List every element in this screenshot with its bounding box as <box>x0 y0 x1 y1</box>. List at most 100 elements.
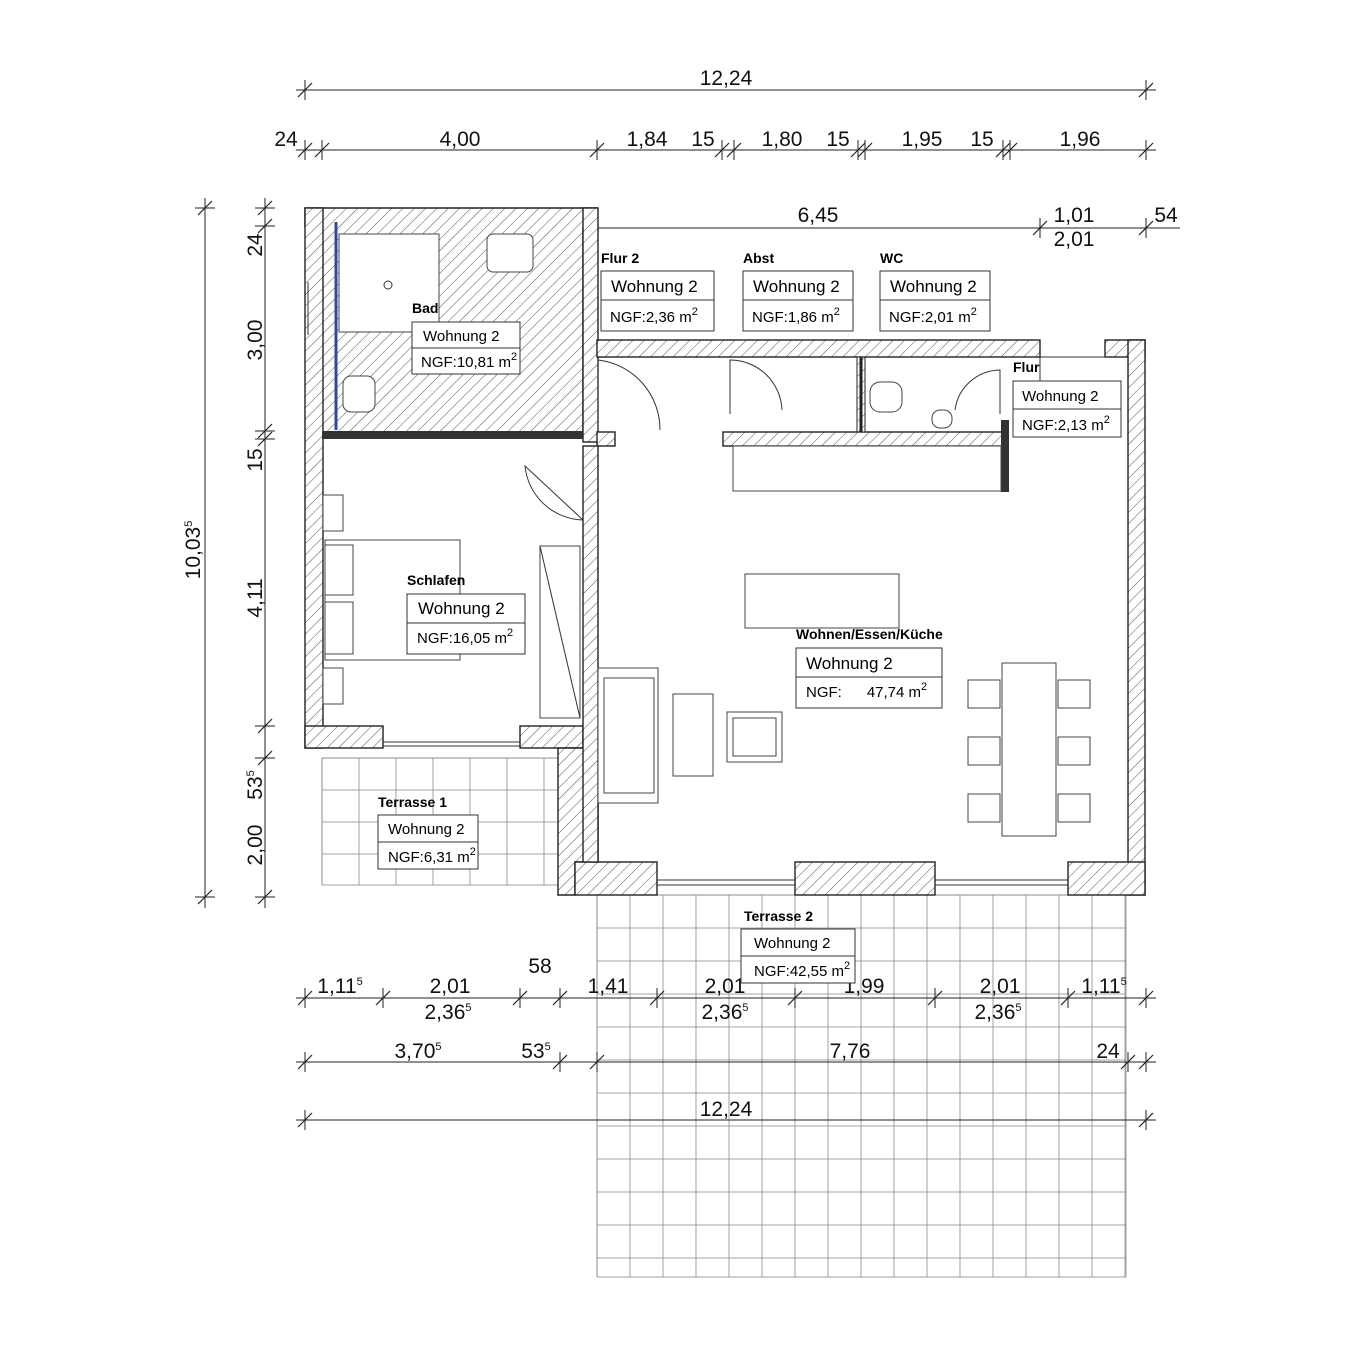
drawing-line <box>850 142 866 158</box>
drawing-line <box>297 1054 313 1070</box>
room-unit: Wohnung 2 <box>754 935 830 952</box>
dim-top-1: 4,00 <box>440 128 481 151</box>
drawing-line <box>927 990 943 1006</box>
room-terrasse-2: Terrasse 2 Wohnung 2 NGF:42,55 m2 <box>740 908 856 984</box>
room-name: Terrasse 2 <box>744 908 813 924</box>
drawing-line <box>257 750 273 766</box>
dim-bot1-0: 1,115 <box>317 975 362 998</box>
drawing-line <box>257 200 273 216</box>
drawing-line <box>257 889 273 905</box>
room-labels: Bad Wohnung 2 NGF:10,81 m2 Flur 2 Wohnun… <box>377 250 1122 984</box>
dim-bot2-1: 535 <box>521 1040 550 1063</box>
dim-left-3: 4,11 <box>244 578 267 617</box>
dim-bot2-3: 24 <box>1096 1040 1120 1063</box>
drawing-line <box>1138 142 1154 158</box>
drawing-line <box>297 142 313 158</box>
room-ngf: NGF:6,31 m2 <box>388 846 476 866</box>
dim-bot1b-0: 2,365 <box>425 1001 472 1024</box>
dim-top-2: 1,84 <box>627 128 668 151</box>
dim-bottom-total: 12,24 <box>700 1098 753 1121</box>
drawing-line <box>257 218 273 234</box>
dim-top-6: 1,95 <box>902 128 943 151</box>
dim-left-2: 15 <box>244 448 267 471</box>
room-ngf: NGF:42,55 m2 <box>754 960 850 980</box>
dim-top-total: 12,24 <box>700 67 753 90</box>
room-unit: Wohnung 2 <box>388 821 464 838</box>
dim-bot1b-2: 2,365 <box>975 1001 1022 1024</box>
room-ngf: NGF:2,36 m2 <box>610 306 698 326</box>
drawing-line <box>257 431 273 447</box>
drawing-line <box>1138 990 1154 1006</box>
room-name: Wohnen/Essen/Küche <box>796 626 943 642</box>
dim-bot1b-1: 2,365 <box>702 1001 749 1024</box>
room-unit: Wohnung 2 <box>753 277 840 296</box>
dim-bot1-6: 2,01 <box>980 975 1021 998</box>
drawing-line <box>552 1054 568 1070</box>
drawing-line <box>314 142 330 158</box>
dim-bot1-2: 58 <box>528 955 551 978</box>
room-name: Flur 2 <box>601 250 639 266</box>
dim-top-3: 15 <box>691 128 714 151</box>
shower-tray <box>338 233 440 333</box>
room-unit: Wohnung 2 <box>1022 388 1098 405</box>
room-name: Abst <box>743 250 774 266</box>
room-name: Flur <box>1013 359 1040 375</box>
room-schlafen: Schlafen Wohnung 2 NGF:16,05 m2 <box>406 572 526 655</box>
dim-bot1-1: 2,01 <box>430 975 471 998</box>
drawing-line <box>1120 1054 1136 1070</box>
divider-wall <box>322 431 583 439</box>
kitchen-counter <box>732 445 1002 492</box>
drawing-line <box>589 1054 605 1070</box>
room-ngf: NGF:16,05 m2 <box>417 627 513 647</box>
dim-upper-a: 6,45 <box>798 204 839 227</box>
washbasin <box>486 233 534 273</box>
dim-top-0: 24 <box>274 128 298 151</box>
room-wc: WC Wohnung 2 NGF:2,01 m2 <box>879 250 991 332</box>
dim-bot1-3: 1,41 <box>588 975 629 998</box>
dim-bot2-2: 7,76 <box>830 1040 871 1063</box>
drawing-line <box>589 142 605 158</box>
dim-left-1: 3,00 <box>244 320 267 361</box>
room-terrasse-1: Terrasse 1 Wohnung 2 NGF:6,31 m2 <box>377 794 479 870</box>
room-abst: Abst Wohnung 2 NGF:1,86 m2 <box>742 250 854 332</box>
dim-bot1-4: 2,01 <box>705 975 746 998</box>
drawing-line <box>1060 990 1076 1006</box>
drawing-line <box>297 990 313 1006</box>
room-wohnen-essen-kueche: Wohnen/Essen/Küche Wohnung 2 NGF: 47,74 … <box>795 626 943 709</box>
dimension-lines <box>195 80 1180 1130</box>
kitchen-island <box>744 573 900 629</box>
room-unit: Wohnung 2 <box>890 277 977 296</box>
drawing-line <box>787 990 803 1006</box>
toilet <box>342 375 376 413</box>
dim-left-total: 10,035 <box>182 521 205 580</box>
drawing-line <box>552 990 568 1006</box>
dim-top-5: 15 <box>826 128 849 151</box>
dim-top-7: 15 <box>970 128 993 151</box>
room-flur: Flur Wohnung 2 NGF:2,13 m2 <box>1012 359 1122 438</box>
dimension-labels: 12,24 24 4,00 1,84 15 1,80 15 1,95 15 1,… <box>182 67 1178 1121</box>
room-unit: Wohnung 2 <box>611 277 698 296</box>
room-unit: Wohnung 2 <box>418 599 505 618</box>
drawing-line <box>375 990 391 1006</box>
room-name: Terrasse 1 <box>378 794 447 810</box>
dim-bot1-7: 1,115 <box>1081 975 1126 998</box>
room-ngf: NGF:10,81 m2 <box>421 351 517 371</box>
dim-upper-b: 1,01 <box>1054 204 1095 227</box>
drawing-line <box>995 142 1011 158</box>
drawing-line <box>726 142 742 158</box>
room-name: Bad <box>412 300 438 316</box>
dim-upper-d: 54 <box>1154 204 1178 227</box>
room-name: WC <box>880 250 903 266</box>
room-name: Schlafen <box>407 572 465 588</box>
room-ngf: NGF: 47,74 m2 <box>806 681 927 701</box>
drawing-line <box>257 423 273 439</box>
drawing-line <box>512 990 528 1006</box>
room-ngf: NGF:2,01 m2 <box>889 306 977 326</box>
dim-bot2-0: 3,705 <box>395 1040 442 1063</box>
room-unit: Wohnung 2 <box>423 328 499 345</box>
dining-table <box>1001 662 1057 837</box>
drawing-line <box>257 718 273 734</box>
terrace-2-tiles <box>596 894 1127 1278</box>
drawing-line <box>714 142 730 158</box>
